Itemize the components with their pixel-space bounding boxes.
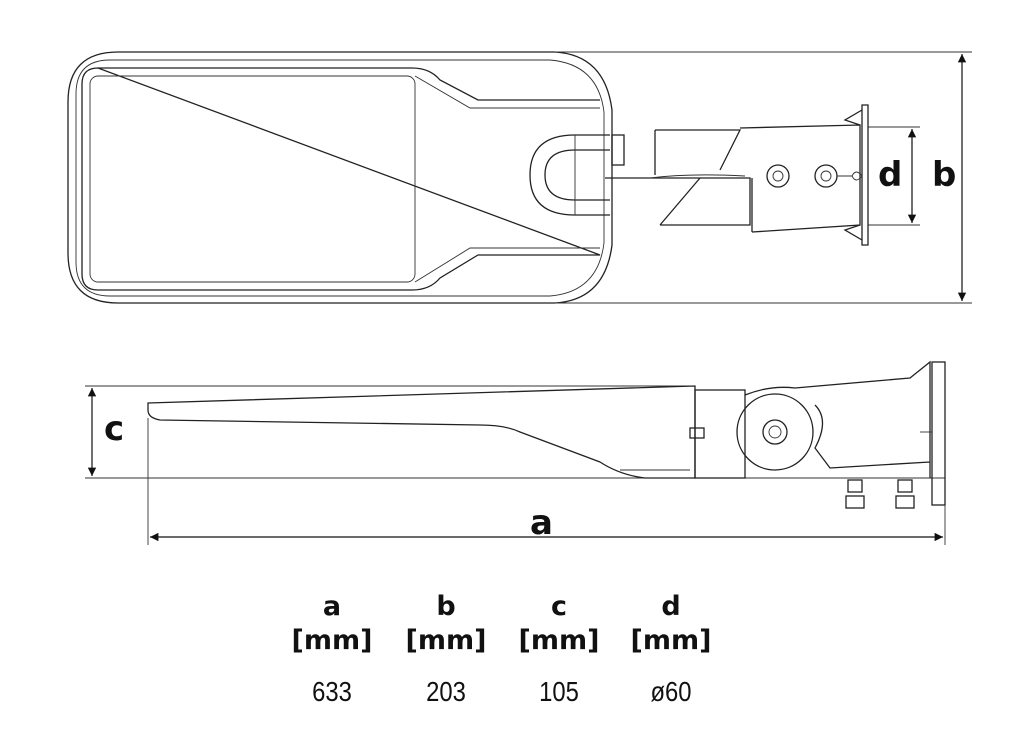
bolt-head-2 — [897, 479, 913, 493]
column-value: ø60 — [650, 676, 692, 707]
mounting-arm — [605, 129, 751, 226]
flange — [843, 104, 869, 246]
label-d: d — [878, 155, 902, 195]
nut — [611, 134, 625, 166]
label-c: c — [104, 409, 124, 449]
column-value: 105 — [539, 676, 579, 707]
column-unit: [mm] — [405, 625, 487, 656]
column-letter: d — [661, 591, 681, 622]
column-d: d [mm] ø60 — [616, 590, 726, 708]
column-a: a [mm] 633 — [277, 590, 387, 708]
label-b: b — [932, 155, 956, 195]
bracket-box — [694, 389, 746, 479]
column-letter: b — [436, 591, 456, 622]
column-value: 633 — [312, 676, 352, 707]
spigot-tube — [739, 124, 861, 233]
bolt-1 — [766, 164, 790, 188]
column-letter: a — [322, 591, 342, 622]
column-unit: [mm] — [291, 625, 373, 656]
bolt-2 — [814, 164, 838, 188]
label-a: a — [530, 503, 553, 543]
column-unit: [mm] — [518, 625, 600, 656]
column-c: c [mm] 105 — [504, 590, 614, 708]
led-panel — [81, 67, 601, 291]
u-bracket — [529, 134, 610, 216]
column-unit: [mm] — [630, 625, 712, 656]
side-view: c a — [85, 360, 946, 545]
column-value: 203 — [426, 676, 466, 707]
bolt-head-1 — [847, 479, 863, 493]
column-b: b [mm] 203 — [391, 590, 501, 708]
top-view: b d — [67, 51, 972, 304]
pivot-arm — [744, 360, 931, 478]
flange-side — [931, 361, 946, 506]
column-letter: c — [550, 591, 567, 622]
luminaire-body-side — [147, 385, 696, 479]
pivot-disc — [736, 393, 814, 471]
